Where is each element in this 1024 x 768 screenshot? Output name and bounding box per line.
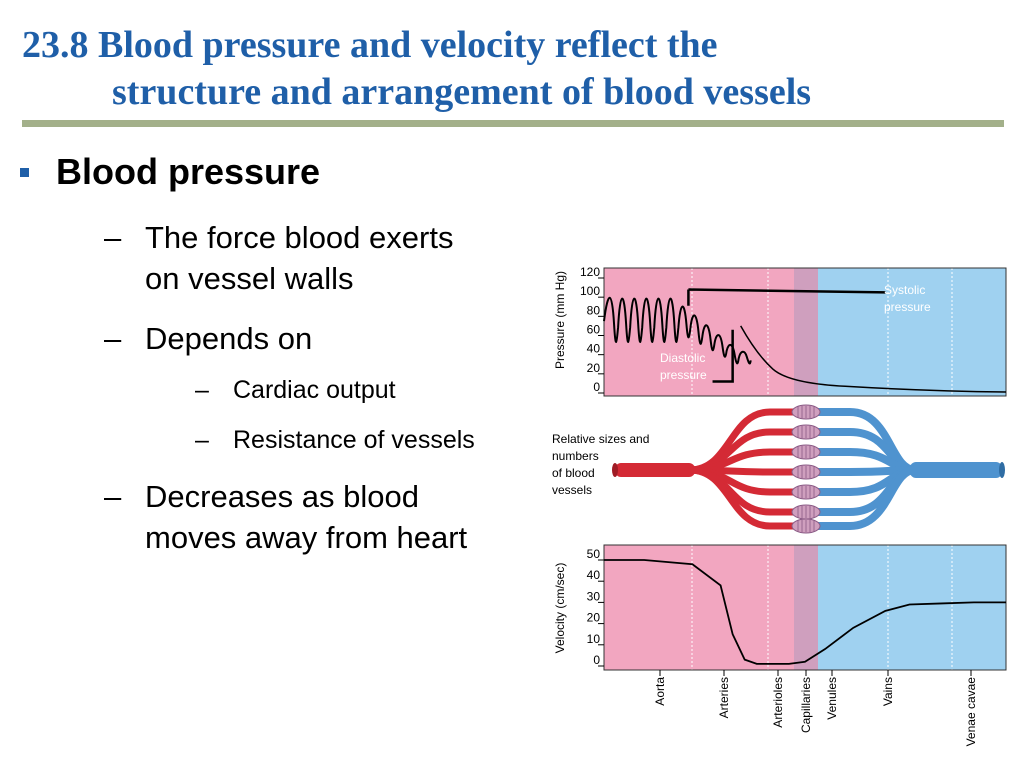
title-divider	[22, 120, 1004, 127]
diastolic-label: pressure	[660, 368, 707, 382]
pressure-tick-label: 120	[580, 265, 600, 279]
pressure-tick-label: 0	[593, 380, 600, 394]
pressure-decline-line	[740, 325, 1007, 393]
vessel-type-labels: Aorta Arteries Arterioles Capillaries Venule…	[653, 670, 978, 746]
diastolic-label: Diastolic	[660, 351, 705, 365]
pressure-tick-label: 100	[580, 284, 600, 298]
slide-title: 23.8 Blood pressure and velocity reflect…	[22, 22, 811, 116]
vessel-illustration: Relative sizes and numbers of blood vess…	[552, 404, 1005, 534]
velocity-y-label: Velocity (cm/sec)	[553, 563, 567, 654]
velocity-tick-label: 40	[587, 568, 601, 582]
pressure-chart: Pressure (mm Hg) 0 20 40 60 80 100 120 Systoli…	[553, 265, 1007, 397]
aorta-opening	[612, 463, 618, 477]
title-line-2: structure and arrangement of blood vesse…	[112, 71, 812, 113]
velocity-tick-label: 0	[593, 653, 600, 667]
subpoint-text: Cardiac output	[233, 376, 396, 404]
aorta-vessel	[615, 463, 695, 477]
vena-cava-opening	[999, 462, 1005, 478]
vena-cava-vessel	[910, 462, 1002, 478]
artery-branch	[689, 466, 796, 530]
point-line: The force blood exerts	[145, 220, 454, 255]
velocity-tick-label: 50	[587, 547, 601, 561]
title-line-1: 23.8 Blood pressure and velocity reflect…	[22, 24, 718, 66]
square-bullet-icon	[20, 168, 29, 177]
category-label: Aorta	[653, 677, 667, 706]
category-label: Vains	[881, 677, 895, 706]
venous-region	[818, 268, 1006, 396]
point-text: The force blood exerts on vessel walls	[145, 217, 453, 299]
capillary-region	[794, 545, 818, 670]
point-line: Decreases as blood	[145, 479, 419, 514]
dash-icon: –	[104, 321, 122, 356]
category-label: Capillaries	[799, 677, 813, 733]
dash-icon: –	[104, 479, 122, 514]
velocity-y-ticks: 0 10 20 30 40 50	[587, 547, 604, 667]
category-label: Venules	[825, 677, 839, 720]
pressure-tick-label: 80	[587, 303, 601, 317]
systolic-label: pressure	[884, 300, 931, 314]
pressure-tick-label: 20	[587, 361, 601, 375]
vein-branch	[816, 466, 916, 530]
vessels-label: of blood	[552, 466, 595, 480]
point-line: on vessel walls	[145, 261, 354, 296]
subpoint-text: Resistance of vessels	[233, 426, 475, 454]
vessels-label: vessels	[552, 483, 592, 497]
velocity-frame	[603, 544, 1007, 671]
pressure-oscillation-line	[603, 296, 752, 365]
velocity-tick-label: 30	[587, 589, 601, 603]
dash-icon: –	[195, 376, 209, 404]
velocity-tick-label: 20	[587, 611, 601, 625]
pressure-tick-label: 60	[587, 323, 601, 337]
pressure-y-label: Pressure (mm Hg)	[553, 271, 567, 369]
arterial-region	[604, 545, 794, 670]
velocity-chart: Velocity (cm/sec) 0 10 20 30 40 50 Aorta Arter…	[553, 544, 1007, 746]
dash-icon: –	[104, 220, 122, 255]
category-label: Arterioles	[771, 677, 785, 728]
dash-icon: –	[195, 426, 209, 454]
pressure-y-ticks: 0 20 40 60 80 100 120	[580, 265, 604, 394]
systolic-pressure-line	[687, 288, 886, 306]
point-text: Decreases as blood moves away from heart	[145, 476, 467, 558]
venous-region	[818, 545, 1006, 670]
capillary-region	[794, 268, 818, 396]
bullet-text: Blood pressure	[56, 151, 321, 192]
velocity-line	[604, 559, 1006, 665]
vessels-label: Relative sizes and	[552, 432, 649, 446]
pressure-frame	[603, 267, 1007, 397]
point-line: moves away from heart	[145, 520, 468, 555]
vessels-label: numbers	[552, 449, 599, 463]
category-label: Venae cavae	[964, 677, 978, 747]
region-gridlines	[691, 545, 953, 670]
systolic-label: Systolic	[884, 283, 925, 297]
pressure-tick-label: 40	[587, 342, 601, 356]
category-label: Arteries	[717, 677, 731, 718]
point-line: Depends on	[145, 321, 313, 356]
diastolic-pressure-line	[712, 329, 734, 383]
velocity-tick-label: 10	[587, 632, 601, 646]
